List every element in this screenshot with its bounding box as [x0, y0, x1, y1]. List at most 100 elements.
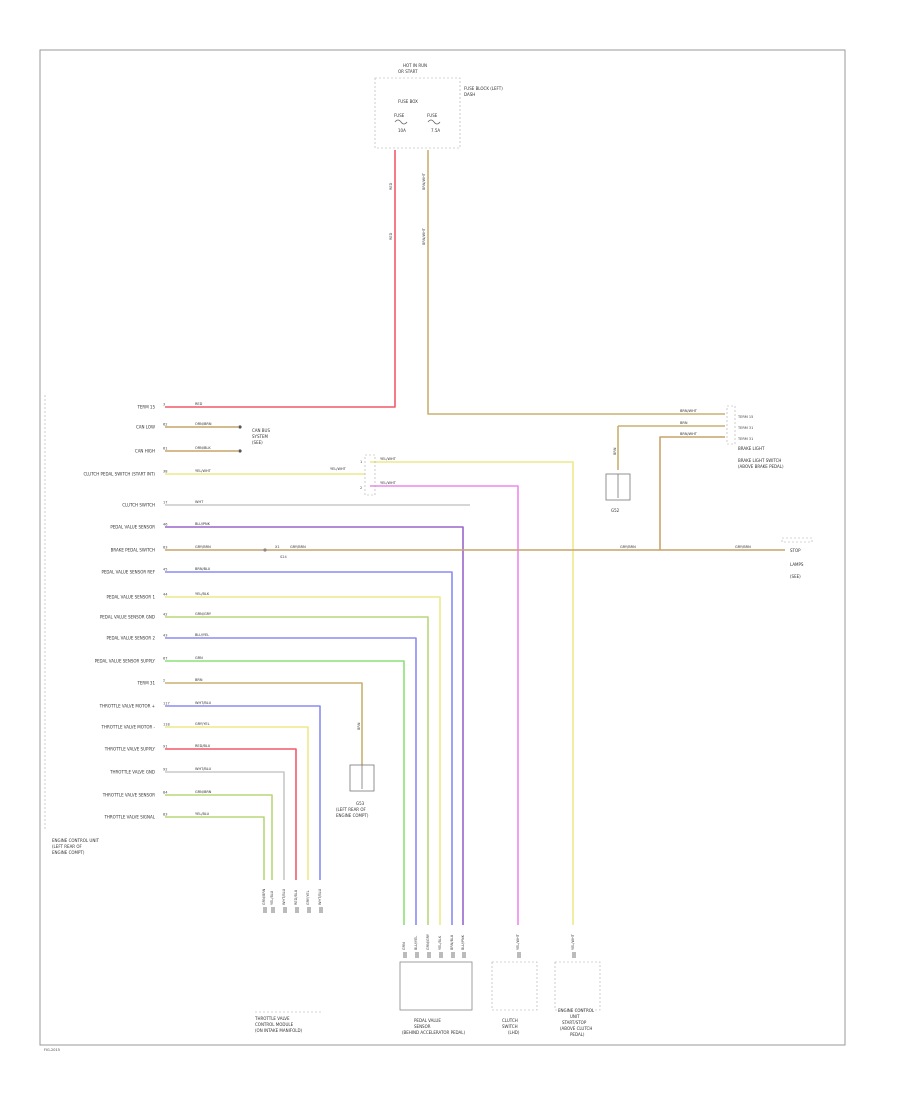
ecm-pin-label: THROTTLE VALVE MOTOR + — [99, 704, 155, 709]
ecm-pin-number: 3 — [163, 403, 165, 407]
ecm-pin-number: 118 — [163, 723, 170, 727]
wires — [165, 150, 785, 925]
fuse-1-label: FUSE — [394, 113, 405, 118]
wire-throttle-3 — [165, 748, 297, 880]
connector-pin — [451, 952, 455, 958]
stop-lamp-outline — [781, 537, 813, 543]
fuse-wire-right-label-2: BRN/WHT — [422, 227, 426, 245]
ecm-pin-wire-color: GRN — [195, 656, 203, 660]
brake-light-switch: BRN/WHT BRN BRN/WHT TERM 15 TERM 31 TERM… — [680, 405, 784, 469]
ecm-pin-label: PEDAL VALUE SENSOR 2 — [107, 636, 156, 641]
clutch-switch-pin-2: 2 — [360, 486, 362, 490]
can-label-1: CAN BUS — [252, 428, 270, 433]
connector-wire-label: BLU/PNK — [461, 934, 465, 950]
ecm-pin-number: 63 — [163, 546, 167, 550]
ecm-pin-label: THROTTLE VALVE SUPPLY — [104, 747, 156, 752]
pedal-name-3: (BEHIND ACCELERATOR PEDAL) — [402, 1030, 465, 1035]
right-wire-3: BRN/WHT — [680, 432, 698, 436]
connector-pin — [462, 952, 466, 958]
module-name-2: UNIT — [570, 1014, 580, 1019]
ecm-pin-wire-color: GRY/BRN — [195, 545, 211, 549]
can-bus-label: CAN BUS SYSTEM (SEE) — [238, 425, 270, 453]
can-high-end — [238, 449, 242, 453]
ecm-pin-number: 44 — [163, 593, 168, 597]
right-ground-name: G52 — [611, 508, 620, 513]
ecm-label-1: ENGINE CONTROL UNIT — [52, 838, 99, 843]
module-connector-box — [554, 961, 601, 1011]
brake-light-switch-outline — [726, 405, 736, 445]
stop-lamp: GRY/BRN GRY/BRN STOP LAMPS (SEE) — [620, 537, 813, 579]
connector-pin — [403, 952, 407, 958]
start-stop-connector: ENGINE CONTROL UNIT START/STOP (ABOVE CL… — [554, 933, 601, 1037]
center-ground-wire: BRN — [357, 722, 361, 730]
connector-wire-label: GRY/YEL — [306, 890, 310, 905]
wire-pedal-gnd — [165, 616, 429, 925]
connector-pin — [439, 952, 443, 958]
module-name-4: (ABOVE CLUTCH — [560, 1026, 592, 1031]
fuse-box-side-label-1: FUSE BLOCK (LEFT) — [464, 86, 503, 91]
ecm-pin-label: THROTTLE VALVE SIGNAL — [103, 815, 155, 820]
connector-wire-label: YEL/WHT — [571, 933, 575, 950]
ecm-pin-number: 62 — [163, 423, 167, 427]
clutch-name-1: CLUTCH — [502, 1018, 518, 1023]
wire-pedal-ref-blue — [165, 571, 453, 925]
ecm-pin-label: CAN LOW — [136, 425, 155, 430]
fuse-2-symbol — [427, 119, 441, 125]
ecm-pin-label: BRAKE PEDAL SWITCH — [111, 548, 155, 553]
brake-switch-wire: GRY/BRN — [290, 545, 306, 549]
ecm-pin-wire-color: GRY/YEL — [195, 722, 210, 726]
fuse-1-amp: 10A — [398, 128, 406, 133]
brake-switch: X1 GRY/BRN S24 — [263, 545, 306, 559]
wire-clutch-out-2 — [370, 485, 519, 925]
ecm-pin-number: 83 — [163, 813, 167, 817]
fuse-box-outline — [374, 77, 461, 149]
center-ground: BRN G53 (LEFT REAR OF ENGINE COMPT) — [336, 722, 375, 818]
wire-pedal-sensor2 — [165, 637, 417, 925]
can-label-2: SYSTEM — [252, 434, 268, 439]
ecm-pin-wire-color: ORN/BLK — [195, 446, 211, 450]
wire-throttle-2 — [165, 726, 309, 880]
fuse-wire-right-label: BRN/WHT — [422, 172, 426, 190]
throttle-connector: THROTTLE VALVE CONTROL MODULE (ON INTAKE… — [254, 888, 323, 1033]
clutch-connector-box — [491, 961, 538, 1011]
ecm-pin-wire-color: YEL/BLU — [195, 812, 210, 816]
fuse-wire-left-label: RED — [389, 182, 393, 190]
ecm-label-3: ENGINE COMPT) — [52, 850, 85, 855]
connector-wire-label: BRN/BLU — [450, 934, 454, 950]
ecm-pin-number: 17 — [163, 501, 167, 505]
ecm-pin-label: THROTTLE VALVE SENSOR — [102, 793, 156, 798]
fuse-box-title-2: OR START — [398, 69, 418, 74]
wire-throttle-6 — [165, 816, 265, 880]
pedal-name-1: PEDAL VALUE — [414, 1018, 441, 1023]
fuse-2-amp: 7.5A — [431, 128, 440, 133]
wire-throttle-4 — [165, 771, 285, 880]
ecm-pin-number: 43 — [163, 634, 167, 638]
connector-wire-label: RED/BLU — [294, 889, 298, 905]
ecm-pin-number: 92 — [163, 768, 167, 772]
wire-clutch-out-1 — [370, 461, 574, 925]
wire-term31-ground — [165, 682, 363, 765]
ecm-pin-label: THROTTLE VALVE MOTOR - — [101, 725, 156, 730]
fuse-box: HOT IN RUN OR START FUSE BLOCK (LEFT) DA… — [374, 63, 503, 149]
wire-tan-brake-light — [427, 150, 725, 415]
clutch-switch-wire-1: YEL/WHT — [380, 457, 397, 461]
ecm-pin-label: PEDAL VALUE SENSOR GND — [100, 615, 155, 620]
ecm-pin-label: PEDAL VALUE SENSOR REF — [101, 570, 155, 575]
right-pin-3: TERM 31 — [737, 437, 753, 441]
throttle-name-2: CONTROL MODULE — [255, 1022, 294, 1027]
connector-pin — [263, 907, 267, 913]
ecm-pin-number: 42 — [163, 613, 167, 617]
ecm-pin-number: 61 — [163, 447, 167, 451]
brake-switch-pin: X1 — [275, 545, 280, 549]
pedal-connector-box — [399, 961, 473, 1011]
connector-wire-label: WHT/BLU — [282, 888, 286, 905]
connector-wire-label: WHT/BLU — [318, 888, 322, 905]
clutch-switch-wire-2: YEL/WHT — [380, 481, 397, 485]
ecm-label-2: (LEFT REAR OF — [52, 844, 83, 849]
can-label-3: (SEE) — [252, 440, 263, 445]
module-name-5: PEDAL) — [570, 1032, 585, 1037]
brake-switch-label: S24 — [280, 555, 287, 559]
stop-lamp-wire-2: GRY/BRN — [735, 545, 751, 549]
ecm-pin-number: 91 — [163, 745, 167, 749]
